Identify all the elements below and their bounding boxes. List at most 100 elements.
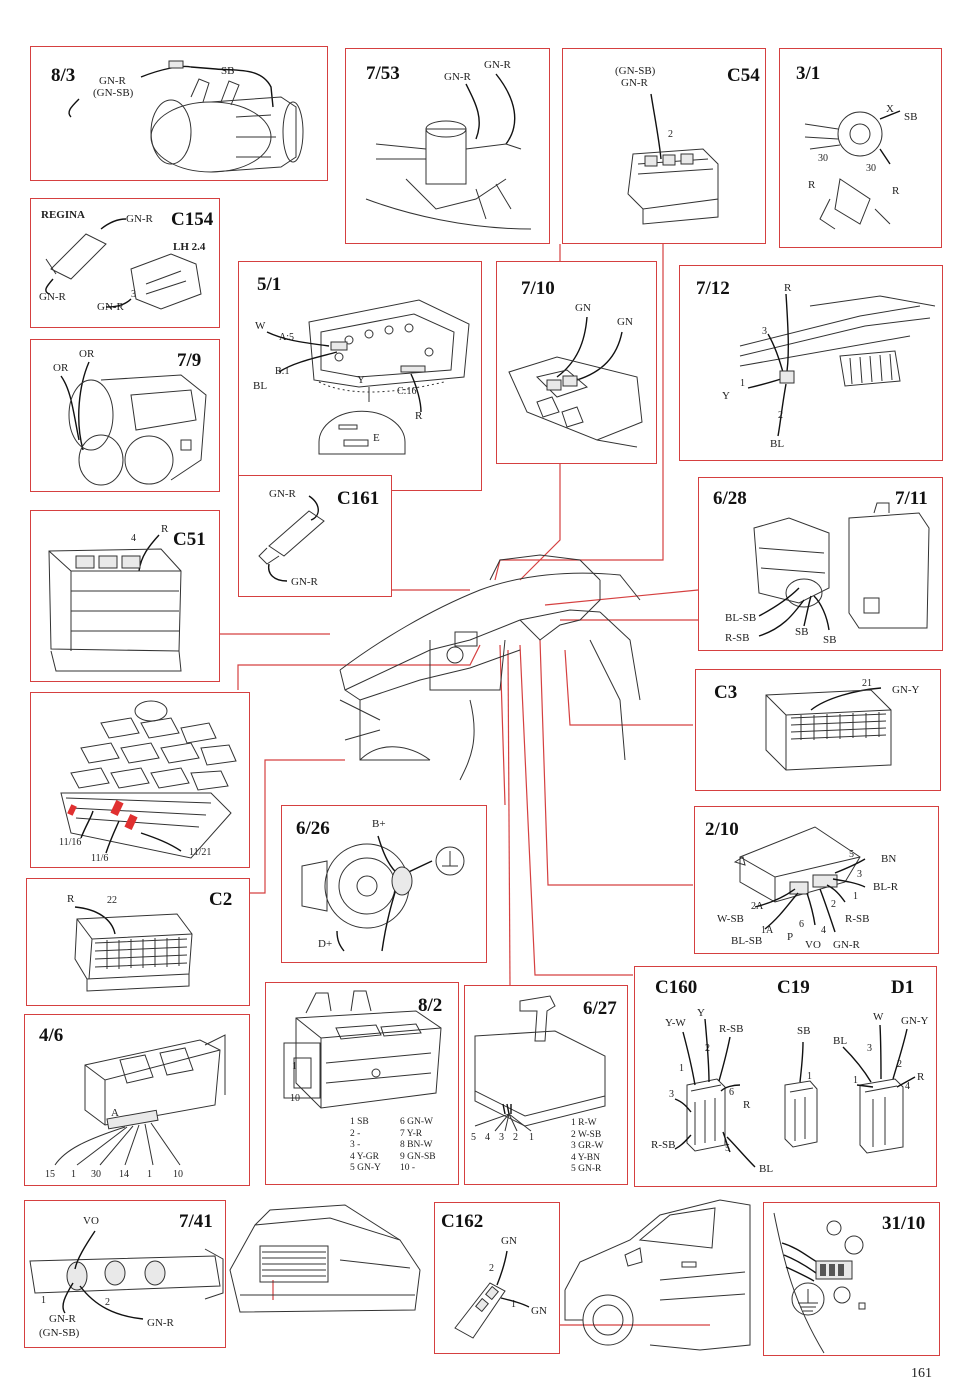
panel-c160: C160 C19 D1 Y-W Y R-SB 2 1 3 6 R R-SB 5 … (634, 966, 937, 1187)
pin-number: 1A (761, 925, 774, 936)
ecu-drawing (54, 1034, 226, 1166)
wire-label: E (373, 432, 380, 444)
pin-number: 1 (807, 1071, 812, 1082)
pin-number: 4 (821, 925, 826, 936)
wire-label: GN-R (291, 576, 318, 588)
wire-label: BL (253, 380, 268, 392)
wire-label: R (892, 185, 900, 197)
panel-title: C3 (714, 682, 738, 703)
wire-label: R-SB (725, 632, 750, 644)
wire-label: GN-R (269, 488, 296, 500)
pin-number: 14 (119, 1169, 129, 1180)
wire-label: BL (759, 1163, 774, 1175)
pin-number: 22 (107, 895, 117, 906)
panel-title: 6/26 (296, 818, 330, 839)
connector-c51-drawing (48, 534, 182, 672)
panel-title-secondary: 7/11 (895, 488, 928, 509)
pin-number: 6 (799, 919, 804, 930)
wire-label: BN (881, 853, 897, 865)
pin-number: 2 (105, 1297, 110, 1308)
panel-title: C161 (337, 488, 380, 509)
pin-number: 3 (669, 1089, 674, 1100)
panel-6-28: 6/28 7/11 BL-SB R-SB SB SB (698, 477, 943, 651)
pin-list-2: 6 GN-W 7 Y-R 8 BN-W 9 GN-SB 10 - (400, 1117, 436, 1173)
wire-label: (GN-SB) (93, 87, 134, 99)
pin-number: A:5 (279, 332, 294, 343)
pin-number: 15 (45, 1169, 55, 1180)
control-module-drawing (733, 826, 866, 933)
panel-title: 7/41 (179, 1211, 213, 1232)
connector-c2-drawing (74, 906, 193, 992)
pin-number: 1 (41, 1295, 46, 1306)
panel-title: 5/1 (257, 274, 282, 295)
panel-c54: C54 (GN-SB) GN-R 2 (562, 48, 766, 244)
pin-number: 4 (131, 533, 136, 544)
wire-label: BL-SB (725, 612, 757, 624)
pin-number: 2 (897, 1059, 902, 1070)
wire-label: GN-R (39, 291, 66, 303)
wire-label: GN-R (147, 1317, 174, 1329)
wire-label: W (873, 1011, 884, 1023)
pin-number: 1 (511, 1299, 516, 1310)
instrument-cluster-drawing (266, 299, 470, 455)
pin-number: 5 (849, 849, 854, 860)
panel-c161: C161 GN-R GN-R (238, 475, 392, 597)
wire-label: GN (501, 1235, 517, 1247)
panel-title: 8/3 (51, 65, 76, 86)
pin-number: 2 (668, 129, 673, 140)
panel-c2: C2 R 22 (26, 878, 250, 1006)
connector-c161-drawing (258, 495, 325, 582)
panel-title: 8/2 (418, 995, 443, 1016)
wire-label: W (255, 320, 266, 332)
pin-list: 1 SB 2 - 3 - 4 Y-GR 5 GN-Y (350, 1117, 381, 1173)
panel-title: 7/10 (521, 278, 555, 299)
connector-c54-drawing (627, 93, 719, 225)
wire-label: OR (79, 348, 95, 360)
panel-title: 7/12 (696, 278, 730, 299)
panel-title: C154 (171, 209, 214, 230)
panel-7-10: 7/10 GN GN (496, 261, 657, 464)
wire-label: R (808, 179, 816, 191)
wire-label: R-SB (719, 1023, 744, 1035)
pin-number: 1 (853, 1075, 858, 1086)
wire-label: GN-R (621, 77, 648, 89)
panel-c51: C51 4 R (30, 510, 220, 682)
panel-7-9: 7/9 OR OR (30, 339, 220, 492)
connector-c3-drawing (765, 687, 892, 771)
panel-title: C51 (173, 529, 206, 550)
wire-label: SB (795, 626, 809, 638)
wire-label: SB (823, 634, 837, 646)
fan-motor-drawing (60, 361, 207, 486)
panel-2-10: 2/10 5 BN 3 BL-R 1 2 R-SB 2A W-SB 1A BL-… (694, 806, 939, 954)
wire-label: GN-R (833, 939, 860, 951)
wire-label: BL (770, 438, 785, 450)
panel-8-2: 8/2 1 10 1 SB 2 - 3 - 4 Y-GR 5 GN-Y 6 GN… (265, 982, 459, 1185)
wire-label: R (415, 410, 423, 422)
wire-label: BL-SB (731, 935, 763, 947)
pin-number: 5 (471, 1132, 476, 1143)
wire-label: BL-R (873, 881, 899, 893)
connector-c154-drawing (45, 218, 202, 310)
wire-label: BL (833, 1035, 848, 1047)
blower-drawing (753, 502, 930, 637)
panel-title: 31/10 (882, 1213, 926, 1234)
wire-label: B+ (372, 818, 386, 830)
pin-number: 1 (679, 1063, 684, 1074)
wire-label: D+ (318, 938, 333, 950)
pin-number: 1 (853, 891, 858, 902)
wire-label: GN (531, 1305, 547, 1317)
wire-label: R (161, 523, 169, 535)
panel-4-6: 4/6 A B 15 1 30 14 1 10 (24, 1014, 250, 1186)
pin-number: 3 (857, 869, 862, 880)
pin-number: 5 (725, 1143, 730, 1154)
wire-label: GN-R (49, 1313, 76, 1325)
relay-center-drawing (60, 700, 237, 859)
wire-label: VO (83, 1215, 99, 1227)
wire-label: R-SB (845, 913, 870, 925)
wire-label: Y-W (665, 1017, 686, 1029)
pin-number: 30 (866, 163, 876, 174)
wire-label: W-SB (717, 913, 744, 925)
connector-c162-drawing (454, 1250, 530, 1339)
panel-title: 4/6 (39, 1025, 64, 1046)
vent-drawing (739, 293, 936, 437)
